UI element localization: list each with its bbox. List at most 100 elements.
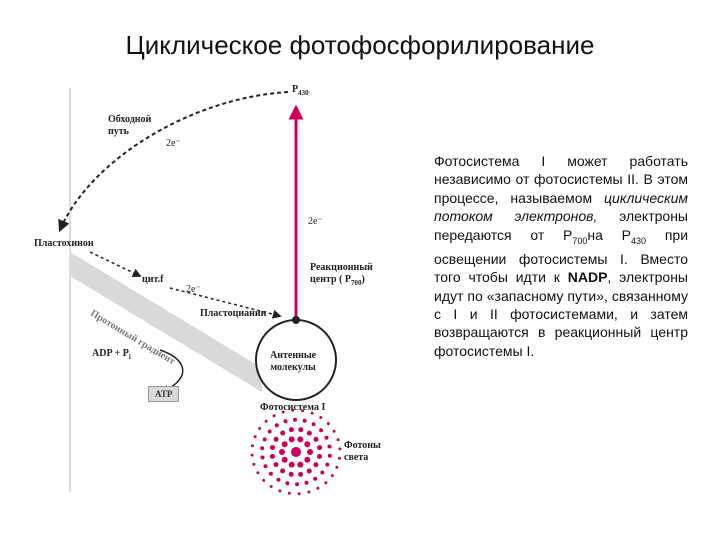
photon-dot [335,465,339,469]
photons-label: Фотоны света [344,440,381,463]
photon-dot [325,462,330,467]
atp-box: ATP [148,386,180,402]
photon-dot [336,438,340,442]
photon-dot [283,419,288,424]
photon-dot [264,419,268,423]
photon-dot [338,447,342,451]
chain-arrow-2 [169,287,282,319]
photon-dot [276,477,281,482]
para-text-2: электроны передаются от Р [434,208,688,243]
para-sub-430: 430 [631,235,647,246]
photon-dot [267,429,272,434]
photon-dot [260,446,265,451]
photon-dot [298,471,304,477]
photon-dot [274,423,279,428]
photon-dot [288,427,294,433]
photon-dot [319,428,324,433]
para-text-1: Фотосистема I может работать независимо … [434,153,688,206]
electron-label-top: 2e⁻ [166,138,181,149]
para-text-4: при освещении фотосистемы I. Вместо того… [434,226,689,286]
photon-dot [295,482,299,487]
photon-dot [263,464,268,469]
photon-dot [320,470,325,475]
photosystem-label: Фотосистема I [260,402,326,413]
photon-dot [268,471,273,476]
photon-dot [278,489,282,493]
photon-dot [307,449,313,455]
photon-dot [327,453,332,458]
photon-dot [252,462,256,466]
photon-dot [330,474,334,478]
photon-dot [280,468,286,474]
photon-rays [250,408,342,496]
photon-dot [293,417,297,422]
photon-dot [273,436,279,442]
photon-dot [319,416,323,419]
photon-dot [338,456,341,460]
photon-dot [301,409,305,413]
photon-dot [313,462,319,468]
photon-dot [285,481,290,486]
photon-dot [298,427,304,433]
photon-dot [260,455,265,460]
photon-dot [281,410,285,414]
photon-dot [310,411,314,415]
photon-dot [288,471,294,477]
adp-label: ADP + Pi [92,348,131,361]
photon-dot [281,441,288,448]
photon-dot [313,436,319,442]
diagram-graphics [58,88,342,496]
photon-dot [262,478,266,482]
photon-dot [306,430,312,436]
photon-dot [307,490,311,494]
para-text-3: на Р [587,226,632,243]
photon-dot [262,437,267,442]
photon-dot [302,418,307,423]
plastocyanin-label: Пластоцианин [200,308,267,319]
photon-dot [287,491,291,495]
electron-label-mid: 2e⁻ [308,216,323,227]
electron-label-low: 2e⁻ [186,284,201,295]
photon-dot [297,461,304,468]
photon-dot [280,430,286,436]
photon-dot [258,426,262,430]
photon-dot [326,422,330,426]
photon-dot [291,408,295,412]
photon-dot [332,429,336,433]
cytf-label: цит.f [142,274,164,285]
plastoquinone-label: Пластохинон [34,238,94,249]
photon-dot [317,454,322,459]
para-nadp: NADP [567,269,608,286]
photon-dot [251,444,254,448]
photon-dot [306,468,312,474]
photon-dot [273,462,279,468]
photon-dot [304,441,311,448]
photon-dot [304,456,311,463]
photon-dot [311,422,316,427]
photon-dot [327,444,332,449]
reaction-center-label: Реакционный центр ( P700) [310,262,373,287]
photon-dot [281,456,288,463]
photon-dot [317,445,323,451]
photon-dot [250,453,254,457]
photon-dot [270,445,275,450]
photon-dot [288,436,295,443]
photon-dot [272,414,276,418]
photon-dot [297,492,301,496]
photon-burst [291,447,301,457]
photon-dot [324,435,329,440]
para-italic: циклическим потоком электронов, [434,189,688,225]
page-title: Циклическое фотофосфорилирование [125,30,595,60]
photon-dot [316,486,320,490]
photon-dot [269,485,273,488]
cyclic-photophosphorylation-diagram: P430 Обходной путь 2e⁻ 2e⁻ Пластохинон ц… [30,80,410,520]
proton-gradient-band [70,252,262,392]
para-text-5: , электроны идут по «запасному пути», св… [434,269,688,359]
photon-dot [256,471,260,475]
photon-dot [324,481,328,485]
photon-dot [269,453,275,459]
bypass-arrow [58,91,289,233]
photon-dot [288,461,295,468]
p430-label: P430 [292,84,309,97]
photon-dot [253,435,257,439]
